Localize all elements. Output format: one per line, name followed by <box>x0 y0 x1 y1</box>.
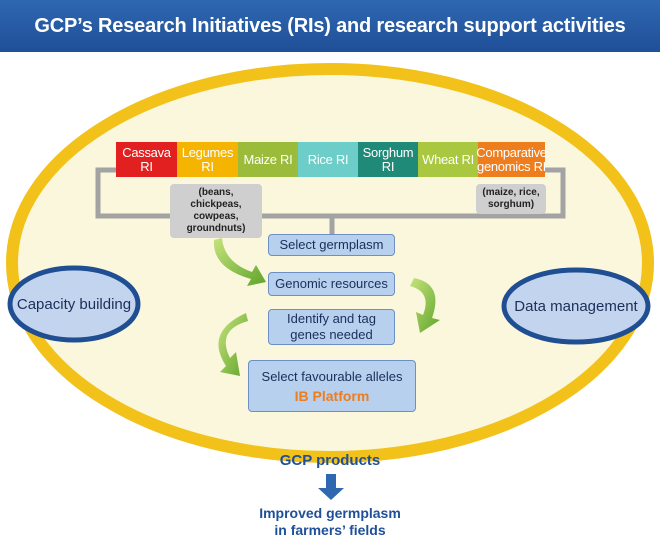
connector-lines <box>95 167 566 236</box>
ri-comparative-genomics: Comparative genomics RI <box>476 142 547 177</box>
ri-legumes: Legumes RI <box>177 142 238 177</box>
down-arrow-icon <box>318 474 344 500</box>
page-title: GCP’s Research Initiatives (RIs) and res… <box>34 14 626 37</box>
ri-sorghum-label: Sorghum RI <box>362 144 414 174</box>
ri-legumes-label: Legumes RI <box>181 144 234 174</box>
right-connector <box>332 167 566 219</box>
ri-wheat: Wheat RI <box>418 142 478 177</box>
ri-comparative-genomics-label: Comparative genomics RI <box>476 144 547 174</box>
ri-rice: Rice RI <box>298 142 358 177</box>
ri-sorghum: Sorghum RI <box>358 142 418 177</box>
capacity-building-ellipse <box>7 265 141 343</box>
ri-wheat-label: Wheat RI <box>422 151 474 167</box>
left-connector <box>95 167 335 236</box>
ib-platform-label: IB Platform <box>294 387 370 404</box>
step-genomic-resources: Genomic resources <box>268 272 395 296</box>
gcp-products-text: GCP products <box>279 452 381 469</box>
step-identify-tag-label: Identify and tag genes needed <box>287 311 376 342</box>
ri-rice-label: Rice RI <box>307 151 349 167</box>
green-arrow-2 <box>410 278 440 333</box>
data-management-text: Data management <box>514 297 638 315</box>
ri-cassava: Cassava RI <box>116 142 177 177</box>
improved-germplasm: Improved germplasm in farmers’ fields <box>255 505 405 539</box>
green-arrow-1 <box>213 238 266 286</box>
comparative-note: (maize, rice, sorghum) <box>476 184 546 214</box>
green-arrow-3 <box>218 313 248 376</box>
step-select-alleles-label: Select favourable alleles <box>261 368 403 384</box>
data-management-ellipse <box>501 267 651 345</box>
capacity-building-label: Capacity building <box>12 292 136 316</box>
comparative-note-text: (maize, rice, sorghum) <box>482 187 540 210</box>
green-arrows <box>213 238 440 376</box>
ri-maize: Maize RI <box>238 142 298 177</box>
step-identify-tag: Identify and tag genes needed <box>268 309 395 345</box>
gcp-products: GCP products <box>230 452 430 469</box>
capacity-building-text: Capacity building <box>16 295 132 313</box>
legumes-note: (beans, chickpeas, cowpeas, groundnuts) <box>170 184 262 238</box>
step-genomic-resources-label: Genomic resources <box>275 276 388 291</box>
step-select-alleles: Select favourable alleles IB Platform <box>248 360 416 412</box>
ri-maize-label: Maize RI <box>243 151 293 167</box>
step-select-germplasm: Select germplasm <box>268 234 395 256</box>
legumes-note-text: (beans, chickpeas, cowpeas, groundnuts) <box>186 187 246 234</box>
data-management-label: Data management <box>506 294 646 318</box>
improved-germplasm-text: Improved germplasm in farmers’ fields <box>259 505 401 538</box>
ri-cassava-label: Cassava RI <box>122 144 171 174</box>
step-select-germplasm-label: Select germplasm <box>279 237 384 252</box>
title-banner: GCP’s Research Initiatives (RIs) and res… <box>0 0 660 52</box>
